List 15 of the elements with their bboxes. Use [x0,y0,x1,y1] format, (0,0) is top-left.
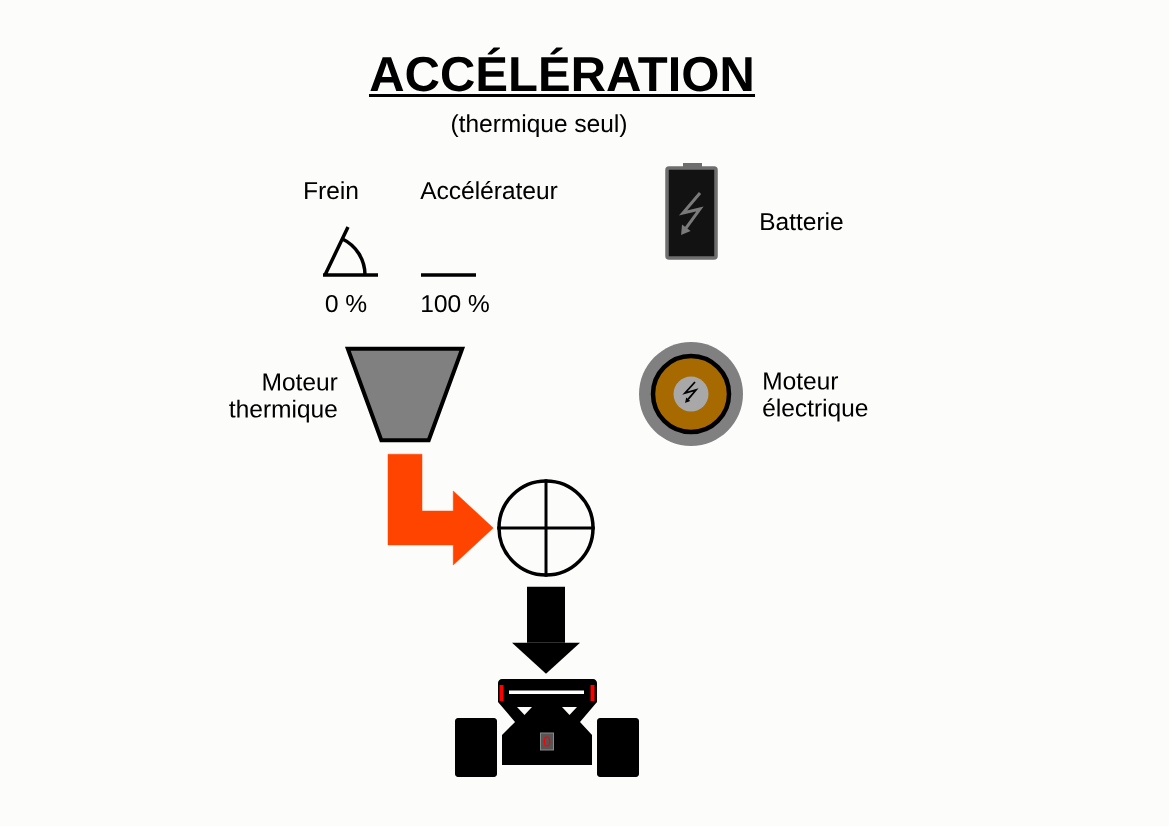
component-label: Moteur thermique [229,373,338,423]
component-label: Batterie [761,212,843,231]
title: ACCÉLÉRATION [369,47,756,97]
component-label: Moteur électrique [763,372,868,422]
battery-icon [665,163,718,260]
pedal-label: Accélérateur [420,180,558,200]
motor-icon [639,342,743,446]
block-arrow [387,453,494,566]
gear-display: 0 [540,732,554,751]
pedal-label: Frein [305,181,358,200]
block-arrow [512,586,580,674]
percent-label: 100 % [422,294,489,313]
subtitle: (thermique seul) [452,114,626,138]
crosshair-circle [495,477,597,579]
percent-label: 0 % [325,294,367,313]
